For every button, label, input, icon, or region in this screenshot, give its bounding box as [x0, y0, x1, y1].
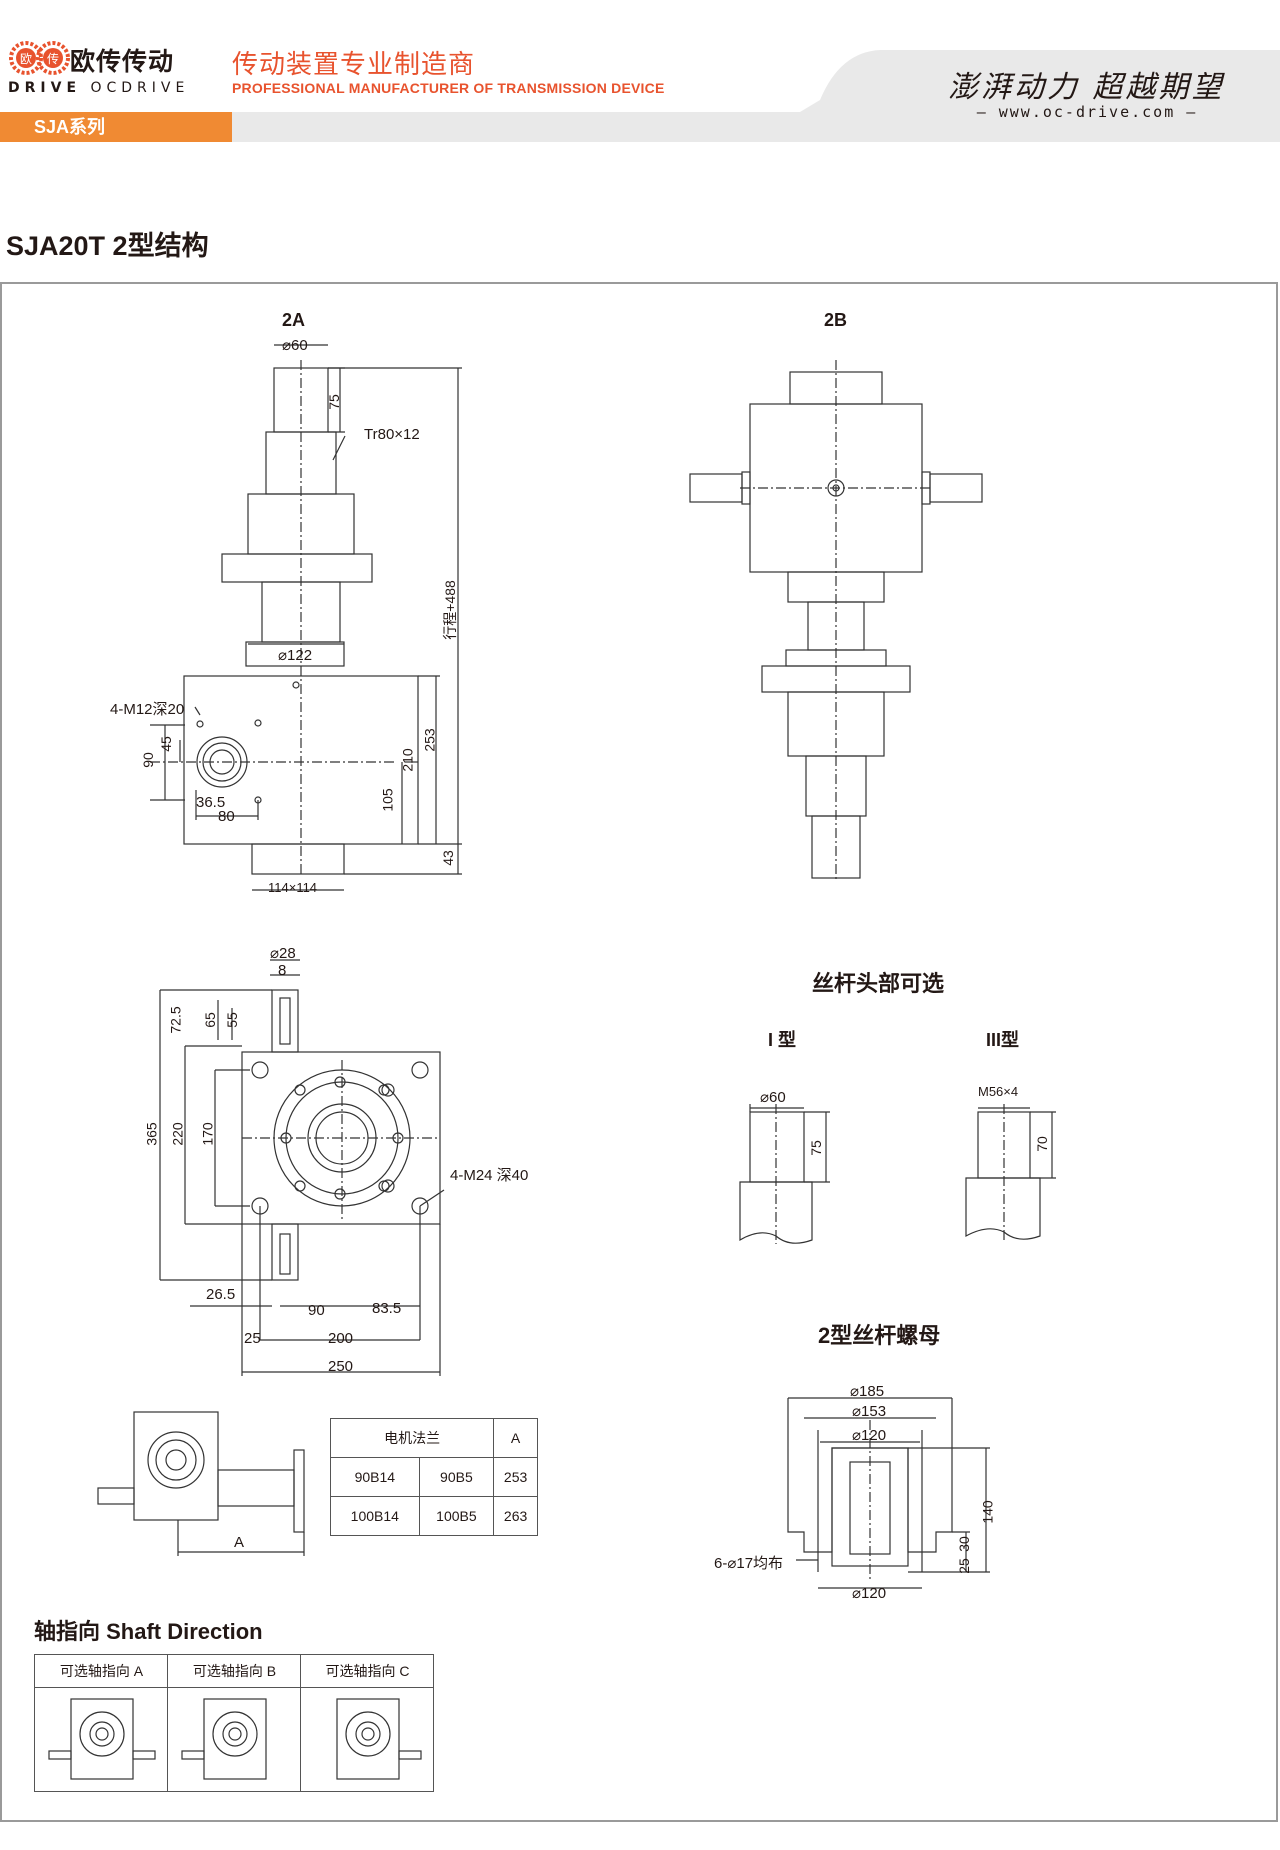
divider	[168, 1687, 301, 1688]
logo-char-1: 欧	[20, 52, 32, 66]
dim-2a-thread: Tr80×12	[364, 426, 420, 443]
dim-2a-d122: ⌀122	[278, 647, 313, 664]
logo-char-2: 传	[47, 51, 59, 66]
shaft-direction-table: 可选轴指向 A 可选轴指向 B 可选轴指向 C	[34, 1654, 434, 1792]
nut-d25: 25	[955, 1558, 972, 1574]
brand-name-en: DRIVE OCDRIVE	[8, 80, 189, 96]
view-2b-label: 2B	[824, 310, 848, 330]
shaft-option-c-icon	[336, 1698, 422, 1780]
screw-type1-dia: ⌀60	[760, 1089, 786, 1106]
dim-plan-83-5: 83.5	[372, 1300, 402, 1317]
flange-table: 电机法兰 A 90B14 90B5 253 100B14 100B5 263	[329, 1418, 538, 1536]
brand-prefix: DRIVE	[8, 80, 82, 96]
dim-2a-80: 80	[218, 808, 235, 825]
nut-d120-top: ⌀120	[852, 1427, 887, 1444]
shaft-option-a-label: 可选轴指向 A	[59, 1663, 144, 1679]
dim-plan-200: 200	[328, 1330, 354, 1347]
shaft-direction-title: 轴指向 Shaft Direction	[34, 1619, 263, 1644]
website-text: www.oc-drive.com	[998, 103, 1176, 121]
brand-name-cn: 欧传传动	[70, 48, 175, 76]
company-logo: 欧 传	[6, 38, 206, 100]
dim-motor-a: A	[234, 1534, 245, 1551]
nut-d153: ⌀153	[852, 1403, 887, 1420]
table-row: 电机法兰 A	[329, 1418, 538, 1458]
dim-2a-114: 114×114	[268, 880, 318, 895]
shaft-option-b-icon	[181, 1698, 267, 1780]
view-2a-label: 2A	[282, 310, 306, 330]
nut-d30: 30	[955, 1536, 972, 1552]
screw-type1-label: I 型	[768, 1030, 797, 1050]
dim-plan-90: 90	[308, 1302, 325, 1319]
table-row: 100B14 100B5 263	[330, 1496, 538, 1536]
screw-heads-title: 丝杆头部可选	[812, 971, 945, 996]
tagline-en: PROFESSIONAL MANUFACTURER OF TRANSMISSIO…	[232, 80, 665, 96]
divider	[35, 1687, 168, 1688]
nut-d140: 140	[979, 1500, 996, 1524]
shaft-option-c[interactable]: 可选轴指向 C	[301, 1655, 434, 1791]
dim-plan-8: 8	[278, 962, 287, 979]
nut-d185: ⌀185	[850, 1383, 885, 1400]
flange-cell: 100B14	[330, 1496, 420, 1536]
shaft-option-a-icon	[48, 1698, 156, 1780]
tagline-cn: 传动装置专业制造商	[232, 49, 476, 79]
website[interactable]: — www.oc-drive.com —	[976, 103, 1198, 121]
drawing-frame	[0, 282, 1278, 1822]
dim-plan-holes: 4-M24 深40	[450, 1167, 529, 1184]
screw-type3-thread: M56×4	[978, 1084, 1019, 1099]
flange-header-2: A	[493, 1418, 538, 1458]
shaft-option-a[interactable]: 可选轴指向 A	[35, 1655, 168, 1791]
screw-type3-label: III型	[986, 1030, 1020, 1050]
page-title: SJA20T 2型结构	[6, 231, 209, 261]
dim-2a-d60: ⌀60	[282, 337, 308, 354]
flange-cell: 90B5	[418, 1457, 495, 1497]
slogan: 澎湃动力 超越期望	[948, 70, 1225, 105]
divider	[301, 1687, 434, 1688]
dim-2a-holes: 4-M12深20	[110, 701, 185, 718]
dim-plan-25: 25	[244, 1330, 261, 1347]
flange-header-1: 电机法兰	[329, 1418, 495, 1458]
flange-cell: 90B14	[330, 1457, 420, 1497]
header-background	[0, 0, 1280, 142]
nut-d120-bottom: ⌀120	[852, 1585, 887, 1602]
shaft-option-c-label: 可选轴指向 C	[325, 1663, 410, 1679]
table-row: 90B14 90B5 253	[330, 1457, 538, 1497]
gear-logo-icon: 欧 传	[9, 41, 70, 75]
dim-plan-26-5: 26.5	[206, 1286, 236, 1303]
dim-plan-d28: ⌀28	[270, 945, 296, 962]
flange-cell: 100B5	[418, 1496, 495, 1536]
dim-2a-36-5: 36.5	[196, 794, 226, 811]
brand-suffix: OCDRIVE	[90, 80, 190, 96]
shaft-option-b[interactable]: 可选轴指向 B	[168, 1655, 301, 1791]
nut-holes: 6-⌀17均布	[714, 1555, 784, 1572]
flange-cell: 263	[493, 1496, 538, 1536]
dim-plan-250: 250	[328, 1358, 354, 1375]
page-header: 欧 传 欧传传动 DRIVE OCDRIVE 传动装置专业制造商 PROFESS…	[0, 0, 1280, 142]
nut-title: 2型丝杆螺母	[818, 1323, 941, 1348]
series-badge: SJA系列	[0, 112, 232, 142]
shaft-option-b-label: 可选轴指向 B	[192, 1663, 277, 1679]
